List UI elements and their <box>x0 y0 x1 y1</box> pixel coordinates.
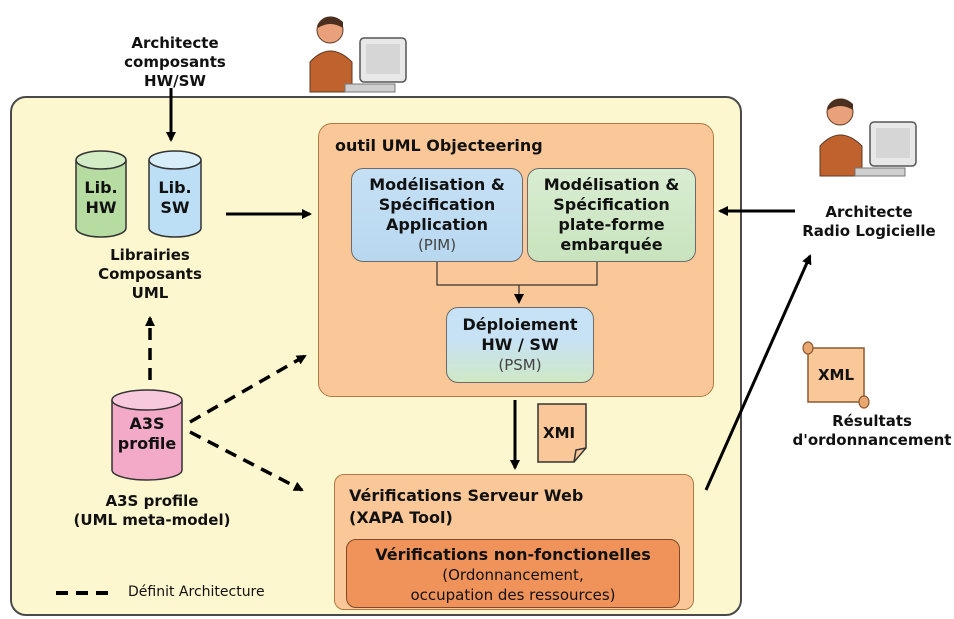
a3s-caption: A3S profile (UML meta-model) <box>73 492 231 529</box>
xmi-document-icon <box>537 403 587 463</box>
person-top-icon <box>309 16 407 93</box>
lib-hw-cylinder <box>75 150 127 238</box>
lib-sw-label: Lib. SW <box>158 178 192 217</box>
top-architect-label: Architecte composants HW/SW <box>124 34 226 90</box>
xml-label: XML <box>817 366 855 384</box>
dashed-arrow-a3s-to-verif <box>189 430 304 492</box>
a3s-cylinder <box>111 389 183 481</box>
xml-scroll-icon <box>802 341 870 409</box>
right-architect-label: Architecte Radio Logicielle <box>802 203 936 240</box>
arrow-verif-to-radio-architect <box>704 254 812 491</box>
xmi-label: XMI <box>543 424 576 442</box>
platform-box: Modélisation & Spécification plate-forme… <box>527 168 696 262</box>
legend-label: Définit Architecture <box>128 584 265 600</box>
lib-hw-label: Lib. HW <box>84 178 118 217</box>
libraries-caption: Librairies Composants UML <box>98 246 202 302</box>
verif-title: Vérifications Serveur Web (XAPA Tool) <box>349 486 584 527</box>
uml-tool-title: outil UML Objecteering <box>335 136 543 155</box>
dashed-arrow-a3s-to-tool <box>189 354 307 424</box>
nonfunc-box: Vérifications non-fonctionelles (Ordonna… <box>346 539 680 608</box>
results-label: Résultats d'ordonnancement <box>792 412 952 449</box>
psm-box: Déploiement HW / SW (PSM) <box>446 307 594 383</box>
pim-box: Modélisation & Spécification Application… <box>351 168 523 262</box>
a3s-db-label: A3S profile <box>117 414 177 453</box>
lib-sw-cylinder <box>148 150 202 238</box>
person-right-icon <box>819 98 917 177</box>
